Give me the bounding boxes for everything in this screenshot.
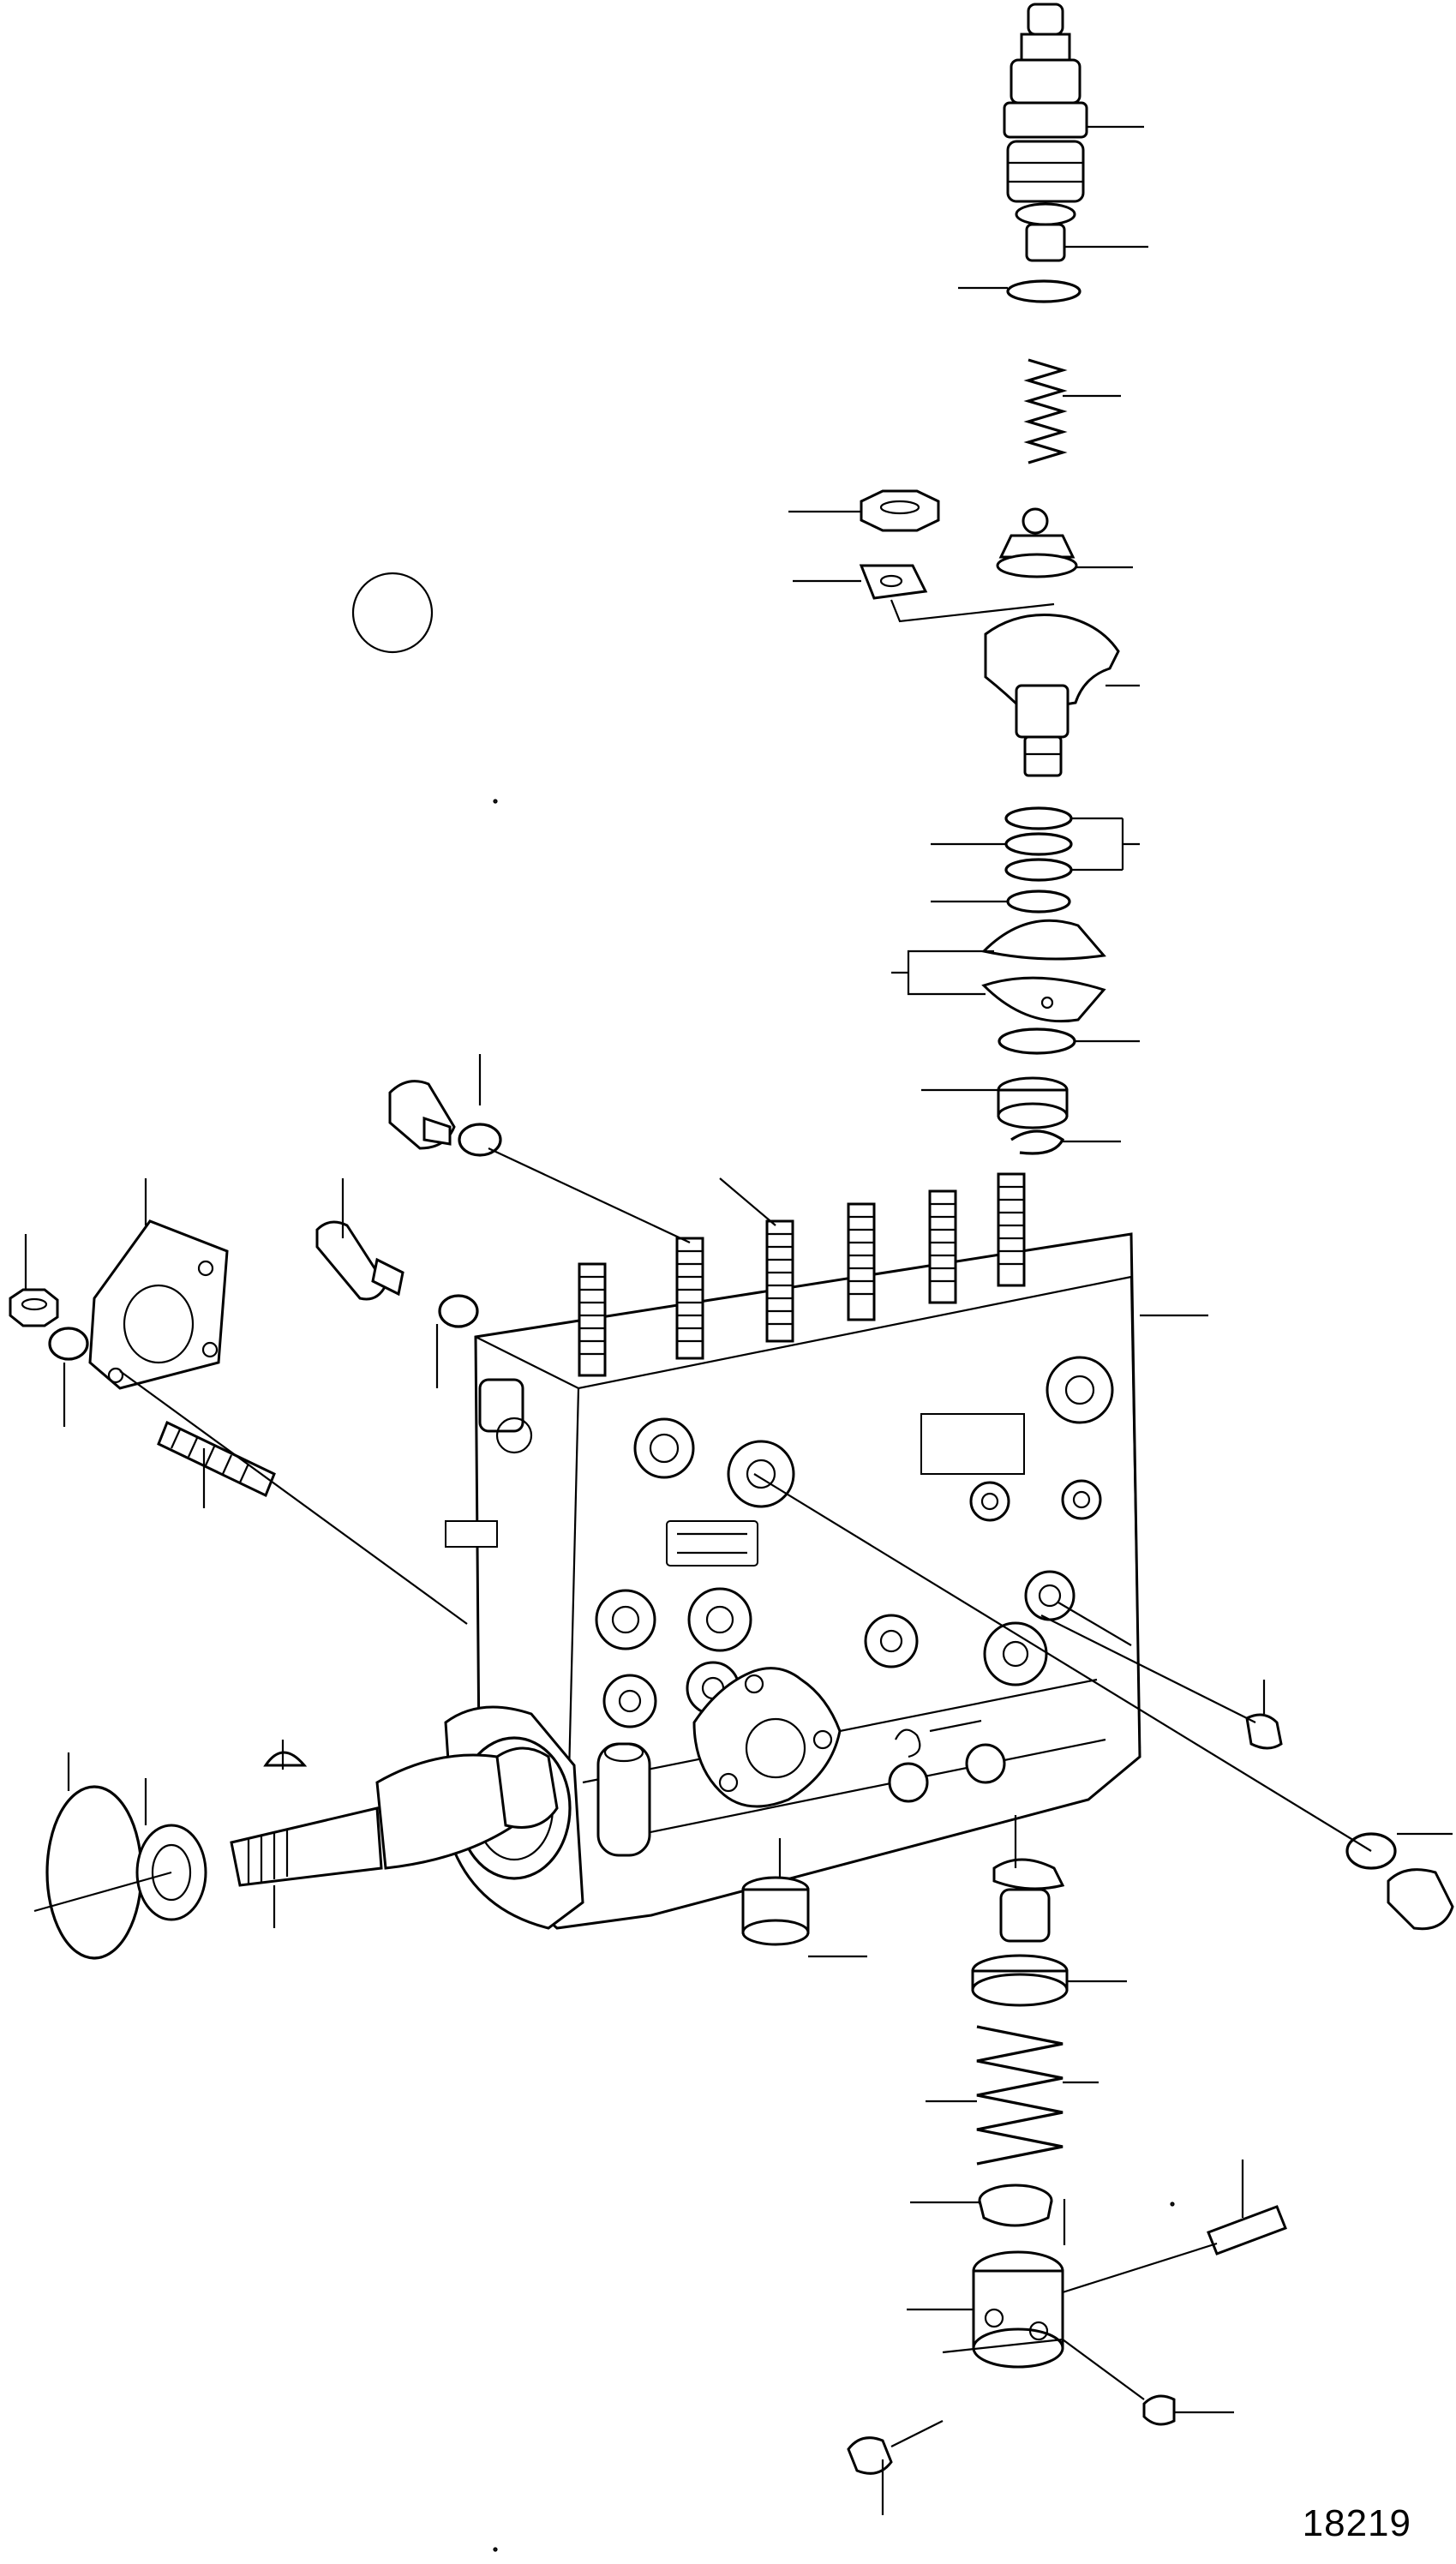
delivery-valve-holder: [1003, 3, 1088, 203]
sealing-washer-1: [1006, 279, 1082, 303]
triangular-flange: [692, 1667, 842, 1808]
o-ring-5: [998, 1027, 1076, 1055]
bleeder-washer: [438, 1294, 479, 1328]
plug-washer: [1345, 1832, 1397, 1870]
deflector-upper: [980, 919, 1106, 961]
deflector-lower: [981, 976, 1106, 1023]
tappet-roller-pin: [1207, 2205, 1287, 2255]
roller-tappet: [972, 2250, 1064, 2369]
figure-number: 18219: [1302, 2502, 1411, 2544]
stud-4: [847, 1202, 876, 1321]
drive-shaft: [230, 1746, 559, 1887]
o-ring-4: [1006, 890, 1071, 914]
reference-circle: [351, 572, 434, 654]
spring-seat-upper: [971, 1954, 1069, 2007]
stud-1: [578, 1262, 607, 1377]
stud-5: [928, 1189, 957, 1304]
mounting-flange: [88, 1219, 229, 1390]
control-sleeve-ring: [997, 1076, 1069, 1129]
stud-6: [997, 1172, 1026, 1287]
large-o-ring: [45, 1785, 143, 1960]
plunger-spring: [976, 2025, 1064, 2166]
valve-seat: [1015, 202, 1076, 262]
stud-2: [675, 1237, 704, 1360]
bleeder-screw: [315, 1220, 404, 1301]
flange-nut: [9, 1288, 59, 1327]
cylinder-bush: [741, 1876, 810, 1946]
spring-seat-lower: [978, 2184, 1053, 2227]
flange-stud: [157, 1420, 276, 1498]
lock-plate: [859, 564, 928, 600]
leaders-top-stack: [788, 125, 1148, 1143]
leader-lockplate-barrel: [890, 599, 1055, 623]
guide-pin: [1142, 2394, 1176, 2426]
woodruff-key: [263, 1751, 308, 1767]
hex-nut: [860, 489, 940, 532]
delivery-valve: [996, 507, 1078, 578]
circlip: [1010, 1129, 1065, 1155]
tappet-guide: [992, 1858, 1065, 1943]
o-ring-2: [1004, 832, 1073, 856]
plug-screw: [1387, 1868, 1454, 1931]
housing-studs: [578, 1172, 1026, 1377]
o-ring-3: [1004, 858, 1073, 882]
banjo-bolt: [388, 1080, 456, 1150]
housing-boss-ports: [595, 1356, 1114, 1857]
valve-spring: [1023, 358, 1068, 464]
stud-3: [765, 1219, 794, 1343]
tappet-bushing: [847, 2436, 893, 2475]
leaders-body-lower: [24, 1054, 1453, 2515]
banjo-washer: [458, 1123, 502, 1157]
pump-barrel-flange: [984, 614, 1120, 777]
o-ring-1: [1004, 806, 1073, 830]
flange-washer: [48, 1327, 89, 1361]
plug-small: [1245, 1713, 1283, 1750]
